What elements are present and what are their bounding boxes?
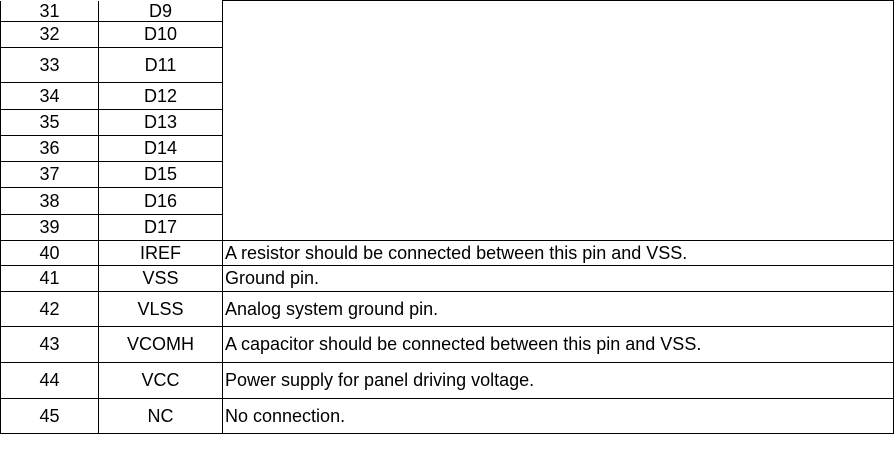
pin-name: VSS bbox=[98, 264, 223, 292]
pin-name: D10 bbox=[98, 20, 223, 48]
table-row: 33 D11 bbox=[0, 46, 894, 83]
table-row: 43 VCOMH A capacitor should be connected… bbox=[0, 325, 894, 363]
pin-description: A capacitor should be connected between … bbox=[222, 325, 894, 363]
pin-number: 44 bbox=[0, 361, 99, 399]
pin-name: NC bbox=[98, 397, 223, 434]
pin-number: 37 bbox=[0, 160, 99, 188]
pin-name: D15 bbox=[98, 160, 223, 188]
pin-name: IREF bbox=[98, 239, 223, 266]
table-row: 32 D10 bbox=[0, 20, 894, 48]
pin-number: 38 bbox=[0, 186, 99, 215]
table-row: 37 D15 bbox=[0, 160, 894, 188]
pin-description: A resistor should be connected between t… bbox=[222, 239, 894, 266]
pin-name: D11 bbox=[98, 46, 223, 83]
pin-name: D12 bbox=[98, 81, 223, 110]
pin-number: 33 bbox=[0, 46, 99, 83]
pin-description: Analog system ground pin. bbox=[222, 290, 894, 327]
pin-number: 40 bbox=[0, 239, 99, 266]
table-row: 35 D13 bbox=[0, 108, 894, 136]
pin-number: 42 bbox=[0, 290, 99, 327]
pin-number: 34 bbox=[0, 81, 99, 110]
table-row: 42 VLSS Analog system ground pin. bbox=[0, 290, 894, 327]
table-row: 36 D14 bbox=[0, 134, 894, 162]
table-row: 38 D16 bbox=[0, 186, 894, 215]
pin-name: VLSS bbox=[98, 290, 223, 327]
pin-name: D13 bbox=[98, 108, 223, 136]
pin-name: D17 bbox=[98, 213, 223, 241]
pin-name: VCOMH bbox=[98, 325, 223, 363]
pin-description: No connection. bbox=[222, 397, 894, 434]
pin-description-merged bbox=[222, 0, 894, 241]
pin-description: Ground pin. bbox=[222, 264, 894, 292]
pin-number: 35 bbox=[0, 108, 99, 136]
pin-number: 31 bbox=[0, 0, 99, 22]
pin-number: 45 bbox=[0, 397, 99, 434]
pin-number: 41 bbox=[0, 264, 99, 292]
pin-number: 39 bbox=[0, 213, 99, 241]
pin-name: D16 bbox=[98, 186, 223, 215]
pin-name: D14 bbox=[98, 134, 223, 162]
pin-number: 32 bbox=[0, 20, 99, 48]
pin-name: D9 bbox=[98, 0, 223, 22]
pin-name: VCC bbox=[98, 361, 223, 399]
pin-number: 36 bbox=[0, 134, 99, 162]
table-row: 31 D9 bbox=[0, 0, 894, 241]
table-row: 39 D17 bbox=[0, 213, 894, 241]
pin-number: 43 bbox=[0, 325, 99, 363]
pin-description-table: 31 D9 32 D10 33 D11 34 D12 35 D13 36 D14… bbox=[0, 0, 894, 434]
table-row: 44 VCC Power supply for panel driving vo… bbox=[0, 361, 894, 399]
table-row: 41 VSS Ground pin. bbox=[0, 264, 894, 292]
table-row: 34 D12 bbox=[0, 81, 894, 110]
pin-description: Power supply for panel driving voltage. bbox=[222, 361, 894, 399]
table-row: 40 IREF A resistor should be connected b… bbox=[0, 239, 894, 266]
table-row: 45 NC No connection. bbox=[0, 397, 894, 434]
